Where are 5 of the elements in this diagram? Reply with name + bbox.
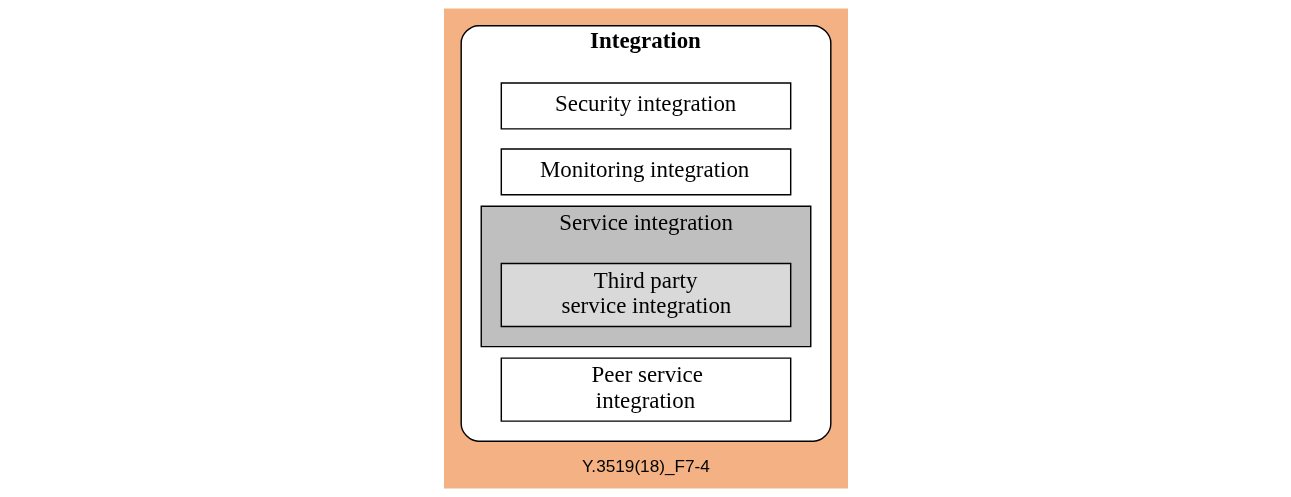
- node-box: Peer service integration: [500, 357, 791, 422]
- node-box: Third party service integration: [500, 262, 791, 328]
- node-box: Monitoring integration: [500, 148, 791, 196]
- node-box: Security integration: [500, 82, 791, 130]
- label: Y.3519(18)_F7-4: [581, 456, 710, 477]
